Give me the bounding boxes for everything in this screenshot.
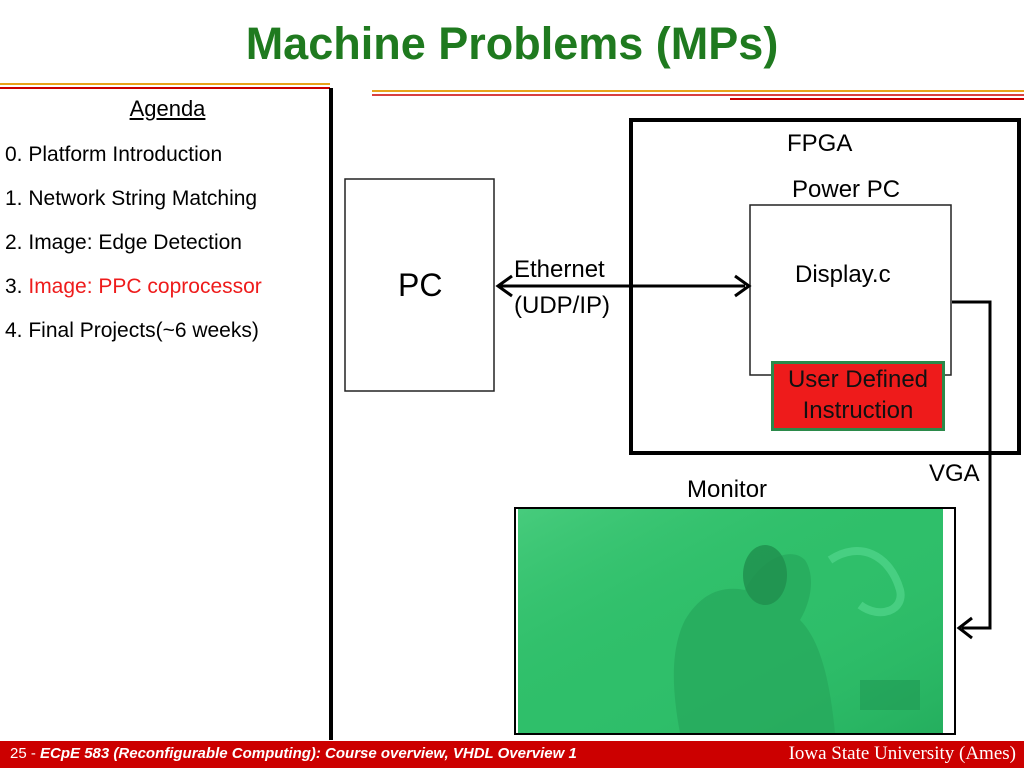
agenda-item: 0. Platform Introduction: [5, 143, 223, 166]
diagram-canvas: [0, 83, 1024, 740]
monitor: [514, 507, 956, 735]
ethernet-protocol-label: (UDP/IP): [514, 292, 610, 319]
course-title: ECpE 583 (Reconfigurable Computing): Cou…: [40, 745, 577, 762]
agenda-item-highlighted: 3. Image: PPC coprocessor: [5, 275, 262, 298]
vga-arrow: [952, 300, 992, 640]
agenda-item: 2. Image: Edge Detection: [5, 231, 242, 254]
agenda-item: 4. Final Projects(~6 weeks): [5, 319, 259, 342]
monitor-image-person: [673, 554, 835, 733]
ethernet-arrow: [495, 274, 752, 298]
display-c-label: Display.c: [795, 261, 891, 288]
udi-label-line1: User Defined: [787, 366, 929, 393]
pc-box: [344, 178, 495, 392]
ethernet-label: Ethernet: [514, 256, 605, 283]
user-defined-instruction-box: User Defined Instruction: [771, 361, 945, 431]
agenda-heading: Agenda: [129, 96, 206, 121]
vga-label: VGA: [929, 460, 980, 487]
slide-title: Machine Problems (MPs): [245, 18, 779, 69]
powerpc-label: Power PC: [792, 176, 901, 203]
page-number: 25: [10, 745, 27, 762]
footer-course-info: 25 - ECpE 583 (Reconfigurable Computing)…: [10, 745, 577, 762]
agenda-item: 1. Network String Matching: [5, 187, 258, 210]
udi-label-line2: Instruction: [802, 397, 914, 424]
header-rule: [0, 83, 1024, 100]
monitor-label: Monitor: [687, 476, 768, 503]
institution-name: Iowa State University (Ames): [788, 743, 1016, 764]
pc-label: PC: [398, 267, 443, 303]
powerpc-box: [749, 204, 952, 376]
footer-bar: [0, 741, 1024, 768]
fpga-label: FPGA: [787, 130, 853, 157]
